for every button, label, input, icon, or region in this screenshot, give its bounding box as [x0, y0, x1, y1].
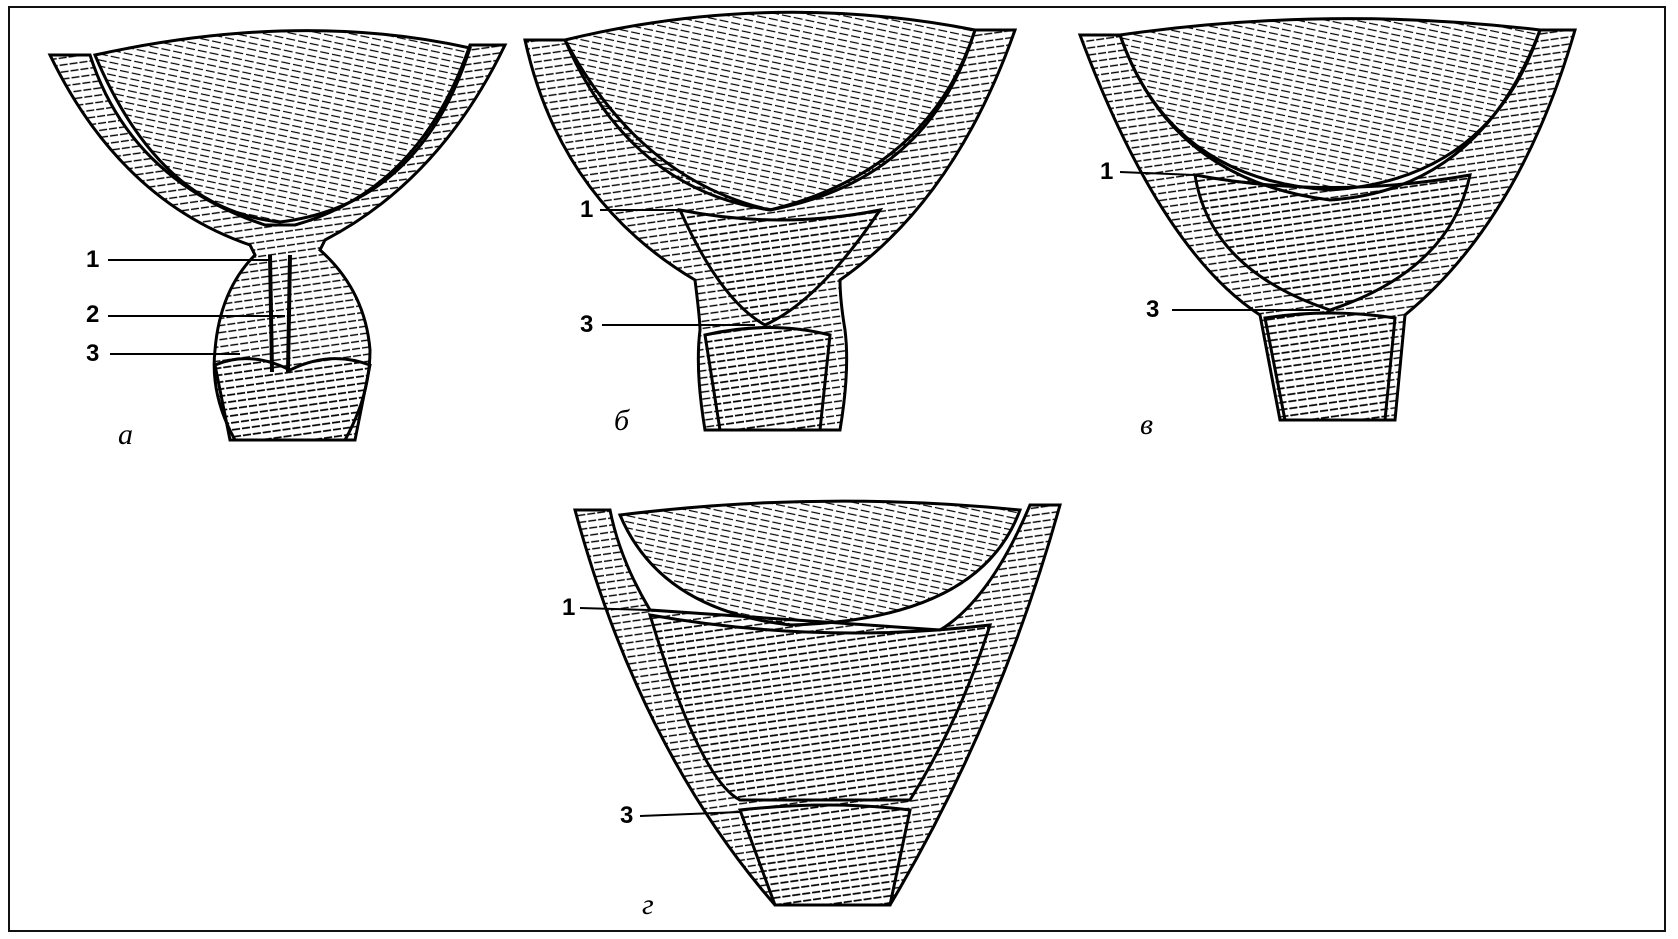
panel-g-caption: г: [642, 890, 654, 920]
panel-b-vagina: [705, 328, 830, 431]
panel-g-label-3: 3: [620, 804, 633, 828]
panel-v-drawing: [1080, 19, 1575, 420]
panel-a-caption: а: [118, 420, 133, 450]
panel-a-label-1: 1: [86, 248, 99, 272]
panel-a-label-2: 2: [86, 303, 99, 327]
panel-a-fetal-head: [95, 31, 470, 222]
panel-v-label-3: 3: [1146, 298, 1159, 322]
panel-v-caption: в: [1140, 410, 1153, 440]
panel-b-drawing: [525, 12, 1015, 430]
panel-v-vagina: [1265, 313, 1395, 420]
panel-a-label-3: 3: [86, 342, 99, 366]
panel-g-drawing: [575, 501, 1060, 905]
panel-a-vagina: [215, 359, 370, 440]
panel-g-label-1: 1: [562, 596, 575, 620]
panel-a-drawing: [50, 31, 505, 440]
panel-b-caption: б: [614, 406, 629, 436]
panel-g-fetal-head: [620, 501, 1020, 625]
panel-b-label-1: 1: [580, 198, 593, 222]
panel-b-label-3: 3: [580, 313, 593, 337]
panel-v-label-1: 1: [1100, 160, 1113, 184]
